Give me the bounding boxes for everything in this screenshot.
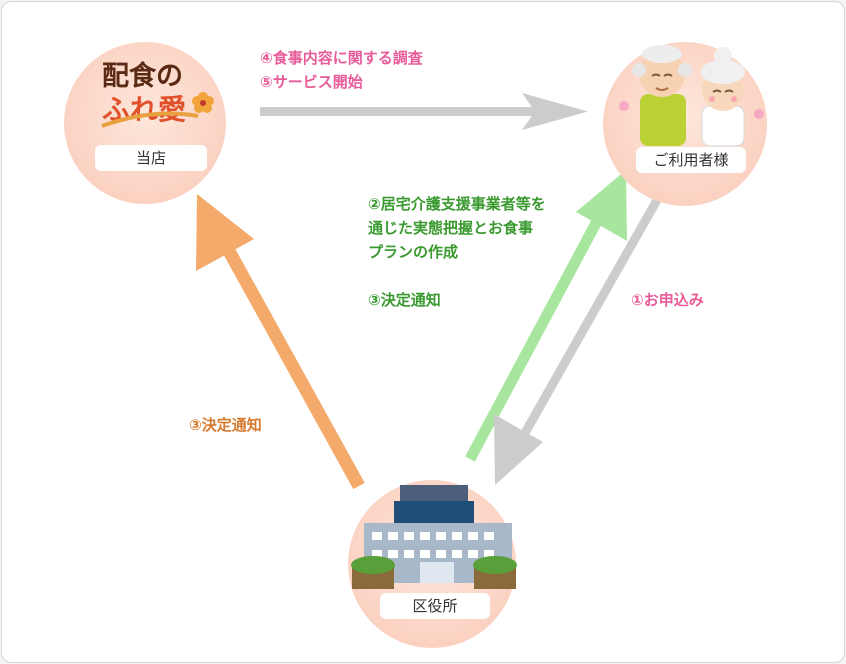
shop-node [64, 42, 226, 204]
plum-flower-icon [192, 92, 214, 113]
user-label: ご利用者様 [636, 147, 746, 173]
arrow-shop-to-user [260, 93, 588, 130]
note-application: ①お申込み [631, 291, 704, 309]
arrow-office-to-user [465, 170, 627, 462]
note-plan-line1: ②居宅介護支援事業者等を [368, 195, 546, 213]
shop-label: 当店 [95, 145, 207, 171]
note-start: ⑤サービス開始 [260, 73, 363, 91]
arrow-user-to-office [494, 197, 661, 485]
note-plan-line2: 通じた実態把握とお食事 [368, 219, 534, 237]
note-survey: ④食事内容に関する調査 [260, 49, 423, 67]
arrow-office-to-shop [196, 194, 365, 490]
note-decision-to-shop: ③決定通知 [189, 416, 262, 434]
note-plan-line3: プランの作成 [368, 243, 459, 261]
shop-logo-line1: 配食の [102, 61, 183, 92]
note-decision-to-user: ③決定通知 [368, 291, 441, 309]
office-label: 区役所 [380, 593, 490, 619]
